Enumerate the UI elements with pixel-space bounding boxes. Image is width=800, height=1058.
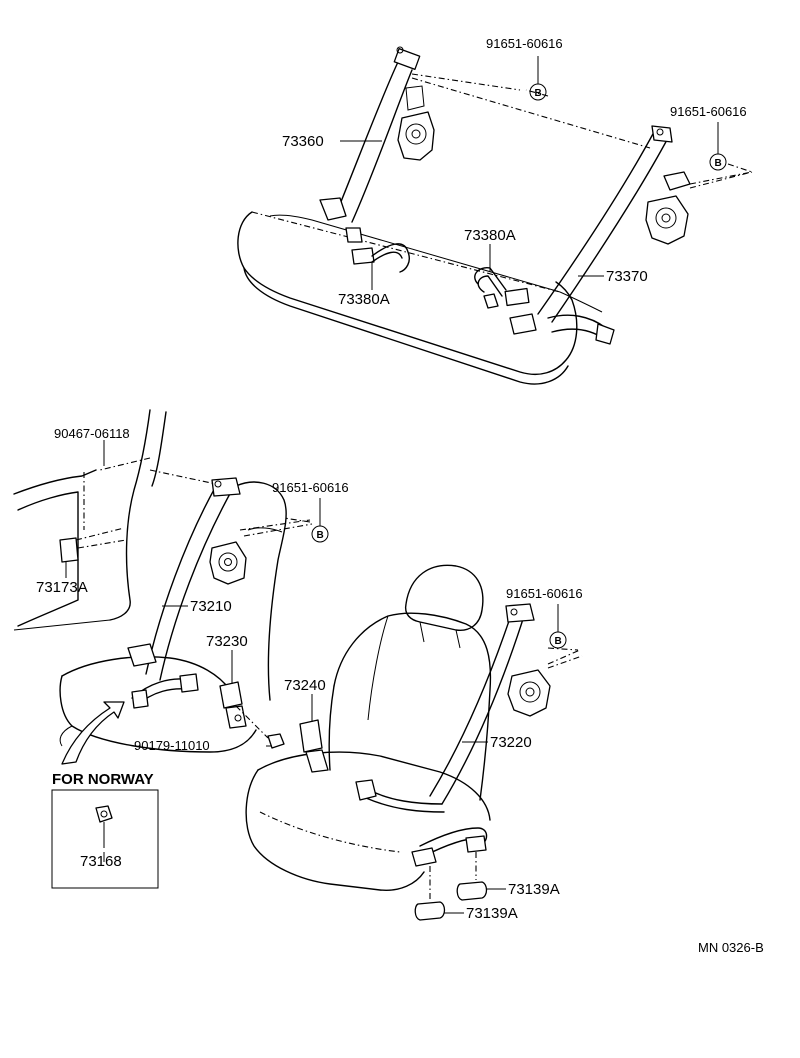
svg-text:B: B	[317, 530, 324, 541]
norway-part-icon	[95, 805, 113, 823]
label-cover-upper: 73139A	[508, 881, 560, 898]
cover-upper	[456, 881, 488, 901]
front-left-seatback	[235, 481, 287, 701]
svg-text:B: B	[715, 158, 722, 169]
cover-lower	[414, 901, 446, 921]
label-norway-part: 73168	[80, 853, 122, 870]
norway-frame	[51, 789, 159, 889]
front-left-seat-assembly	[13, 409, 313, 765]
front-right-seat-assembly	[245, 564, 583, 921]
label-rear-buckle-left: 73380A	[338, 291, 390, 308]
front-left-cushion	[59, 675, 257, 753]
label-front-belt-left: 73210	[190, 598, 232, 615]
leader-lines	[65, 140, 604, 914]
label-front-belt-right: 73220	[490, 734, 532, 751]
label-anchor-cover: 73173A	[36, 579, 88, 596]
label-cover-lower: 73139A	[466, 905, 518, 922]
label-bolt-front-left: 91651-60616	[272, 480, 349, 495]
buckle-right	[299, 719, 323, 753]
rear-seat-assembly	[237, 46, 753, 385]
norway-box	[51, 789, 159, 889]
label-buckle-right: 73240	[284, 677, 326, 694]
door-panel	[13, 469, 97, 627]
rear-belt-right	[537, 131, 669, 323]
rear-seat-cushion	[237, 211, 578, 376]
label-rear-belt-right: 73370	[606, 268, 648, 285]
label-rear-buckle-center: 73380A	[464, 227, 516, 244]
nut	[267, 733, 285, 749]
label-bolt-rear-right: 91651-60616	[670, 104, 747, 119]
anchor-cover	[59, 537, 79, 563]
front-right-headrest	[404, 564, 484, 631]
front-retractor-left	[209, 541, 247, 585]
svg-text:B: B	[555, 636, 562, 647]
buckle-left	[219, 681, 243, 709]
label-bolt-rear-left: 91651-60616	[486, 36, 563, 51]
rear-belt-left	[335, 61, 413, 223]
front-retractor-right	[507, 669, 551, 717]
bolt-markers: B B B B	[283, 56, 753, 651]
rear-retractor-right	[645, 195, 689, 245]
front-belt-right	[429, 611, 525, 805]
label-nut: 90179-11010	[134, 738, 210, 753]
label-buckle-left: 73230	[206, 633, 248, 650]
rear-retractor-left	[397, 111, 435, 161]
label-bolt-front-right: 91651-60616	[506, 586, 583, 601]
part-labels: 91651-60616 91651-60616 73360 73370 7338…	[36, 36, 764, 955]
label-norway-title: FOR NORWAY	[52, 771, 154, 788]
label-rear-belt-left: 73360	[282, 133, 324, 150]
front-right-cushion	[245, 769, 425, 891]
front-belt-left	[145, 485, 233, 681]
diagram-code: MN 0326-B	[698, 940, 764, 955]
rear-buckle-left	[351, 247, 375, 265]
front-right-seatback	[333, 612, 492, 801]
norway-arrow	[61, 701, 125, 765]
label-clip-front: 90467-06118	[54, 426, 130, 441]
